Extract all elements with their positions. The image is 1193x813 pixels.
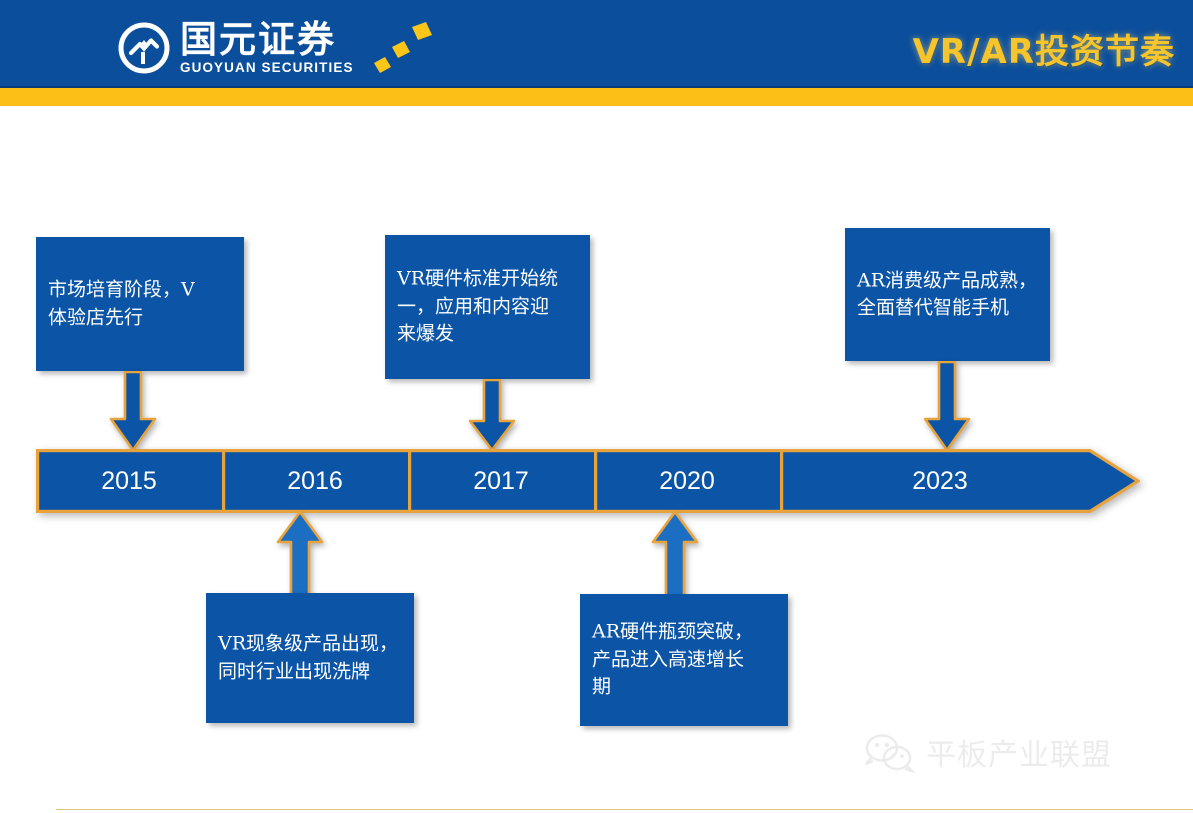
- header-gold-stripe: [0, 88, 1193, 106]
- callout-text-2017: VR硬件标准开始统 一，应用和内容迎 来爆发: [397, 267, 559, 345]
- watermark: 平板产业联盟: [862, 730, 1112, 774]
- callout-box-2015[interactable]: 市场培育阶段，V 体验店先行: [36, 237, 244, 371]
- header-band: [0, 0, 1193, 88]
- up-arrow-2020-icon: [651, 510, 699, 602]
- brand-logo: 国元证券 GUOYUAN SECURITIES: [118, 20, 438, 76]
- callout-box-2017[interactable]: VR硬件标准开始统 一，应用和内容迎 来爆发: [385, 235, 590, 379]
- callout-box-2016[interactable]: VR现象级产品出现， 同时行业出现洗牌: [206, 593, 414, 723]
- callout-text-2015: 市场培育阶段，V 体验店先行: [48, 278, 195, 328]
- watermark-text: 平板产业联盟: [926, 738, 1112, 773]
- down-arrow-2017-icon: [468, 379, 516, 452]
- down-arrow-2023-icon: [923, 361, 971, 452]
- callout-text-2020: AR硬件瓶颈突破， 产品进入高速增长 期: [592, 620, 754, 698]
- timeline-segment-2023: [780, 449, 1140, 513]
- callout-box-2020[interactable]: AR硬件瓶颈突破， 产品进入高速增长 期: [580, 594, 788, 726]
- timeline-bar: [36, 449, 1140, 513]
- gold-diamonds-icon: [373, 22, 432, 73]
- bottom-divider: [56, 809, 1193, 810]
- timeline-year-2020[interactable]: 2020: [659, 467, 715, 495]
- wechat-icon: [865, 734, 916, 773]
- guoyuan-circle-logo-icon: [118, 22, 170, 74]
- page-title: VR/AR投资节奏: [912, 32, 1175, 72]
- up-arrow-2016-icon: [276, 510, 324, 602]
- timeline-year-2015[interactable]: 2015: [101, 467, 157, 495]
- timeline-year-2017[interactable]: 2017: [473, 467, 529, 495]
- logo-english-name: GUOYUAN SECURITIES: [180, 60, 354, 76]
- header-stripe-shadow: [0, 86, 1193, 89]
- logo-chinese-name: 国元证券: [180, 18, 336, 62]
- logo-wordmark: 国元证券 GUOYUAN SECURITIES: [180, 21, 354, 75]
- down-arrow-2015-icon: [109, 371, 157, 452]
- timeline-segment-2017: [408, 449, 598, 513]
- callout-text-2023: AR消费级产品成熟， 全面替代智能手机: [857, 268, 1038, 319]
- timeline-year-2016[interactable]: 2016: [287, 467, 343, 495]
- timeline-segment-2015: [36, 449, 226, 513]
- callout-text-2016: VR现象级产品出现， 同时行业出现洗牌: [218, 632, 399, 682]
- slide-canvas: 市场培育阶段，V 体验店先行 VR硬件标准开始统 一，应用和内容迎 来爆发 AR…: [0, 106, 1193, 813]
- timeline-segment-2020: [593, 449, 784, 513]
- timeline-year-2023[interactable]: 2023: [912, 467, 968, 495]
- callout-box-2023[interactable]: AR消费级产品成熟， 全面替代智能手机: [845, 228, 1050, 361]
